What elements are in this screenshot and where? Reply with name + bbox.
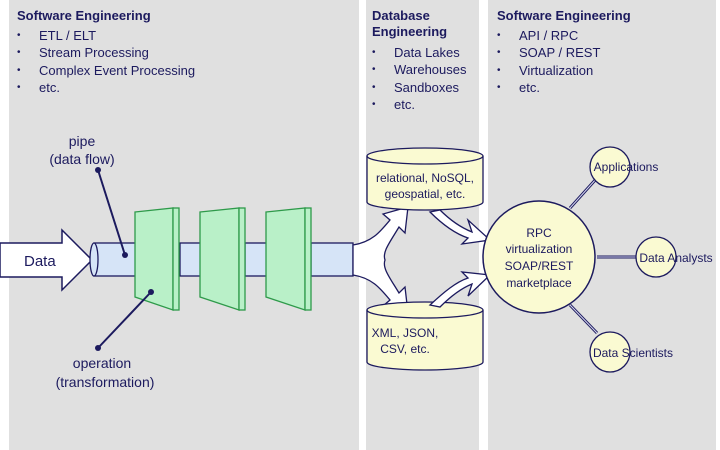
pipe-label-line1: pipe	[69, 133, 96, 149]
middle-panel-title-line2: Engineering	[372, 24, 448, 39]
operation-label-line1: operation	[73, 355, 131, 371]
middle-panel-title: Database Engineering	[372, 8, 447, 40]
left-panel-title: Software Engineering	[17, 8, 151, 23]
storage-top-label-line1: relational, NoSQL,	[376, 171, 474, 185]
hub-spoke	[568, 176, 599, 210]
consumer-label-applications: Applications	[594, 160, 659, 174]
list-item: Complex Event Processing	[17, 62, 195, 80]
operation-callout-dot	[95, 345, 101, 351]
storage-bottom-label-line1: XML, JSON,	[372, 326, 439, 340]
data-input-arrow	[0, 228, 94, 292]
data-input-label: Data	[24, 253, 56, 270]
operation-callout-line	[97, 291, 152, 349]
storage-top-label-line2: geospatial, etc.	[385, 187, 466, 201]
storage-to-hub-arrow	[428, 271, 492, 308]
pipe-label-line2: (data flow)	[49, 151, 114, 167]
list-item: SOAP / REST	[497, 44, 600, 62]
list-item: Warehouses	[372, 61, 467, 79]
list-item: ETL / ELT	[17, 27, 195, 45]
right-panel-list: API / RPC SOAP / REST Virtualization etc…	[497, 27, 600, 96]
right-panel-title: Software Engineering	[497, 8, 631, 23]
operation-label-line2: (transformation)	[56, 374, 155, 390]
operation-plate	[265, 207, 312, 311]
consumer-node-data-analysts	[635, 236, 677, 278]
list-item: etc.	[372, 96, 467, 114]
list-item: Stream Processing	[17, 44, 195, 62]
consumer-label-data-scientists: Data Scientists	[593, 346, 673, 360]
pipe-callout-dot	[122, 252, 128, 258]
list-item: etc.	[497, 79, 600, 97]
operation-plate	[134, 207, 180, 311]
list-item: etc.	[17, 79, 195, 97]
split-flow-arrow	[352, 206, 409, 314]
hub-label-line2: virtualization	[506, 242, 573, 256]
list-item: Sandboxes	[372, 79, 467, 97]
consumer-label-data-analysts: Data Analysts	[639, 251, 712, 265]
operation-callout-dot	[148, 289, 154, 295]
middle-panel-title-line1: Database	[372, 8, 430, 23]
list-item: API / RPC	[497, 27, 600, 45]
hub-label-line4: marketplace	[506, 276, 572, 290]
storage-cylinder-bottom	[366, 301, 484, 371]
storage-to-hub-arrow	[428, 209, 492, 245]
left-panel-list: ETL / ELT Stream Processing Complex Even…	[17, 27, 195, 96]
storage-bottom-label-line2: CSV, etc.	[380, 342, 430, 356]
pipe-callout-line	[97, 169, 126, 256]
hub-label-line1: RPC	[526, 226, 552, 240]
hub-spoke	[568, 303, 599, 335]
pipe-segment	[310, 242, 354, 277]
list-item: Data Lakes	[372, 44, 467, 62]
operation-plate	[199, 207, 246, 311]
hub-label-line3: SOAP/REST	[505, 259, 574, 273]
consumer-node-applications	[589, 146, 631, 188]
pipe-callout-dot	[95, 167, 101, 173]
middle-panel-list: Data Lakes Warehouses Sandboxes etc.	[372, 44, 467, 113]
list-item: Virtualization	[497, 62, 600, 80]
consumer-node-data-scientists	[589, 331, 631, 373]
services-hub	[482, 200, 596, 314]
storage-cylinder-top	[366, 147, 484, 211]
